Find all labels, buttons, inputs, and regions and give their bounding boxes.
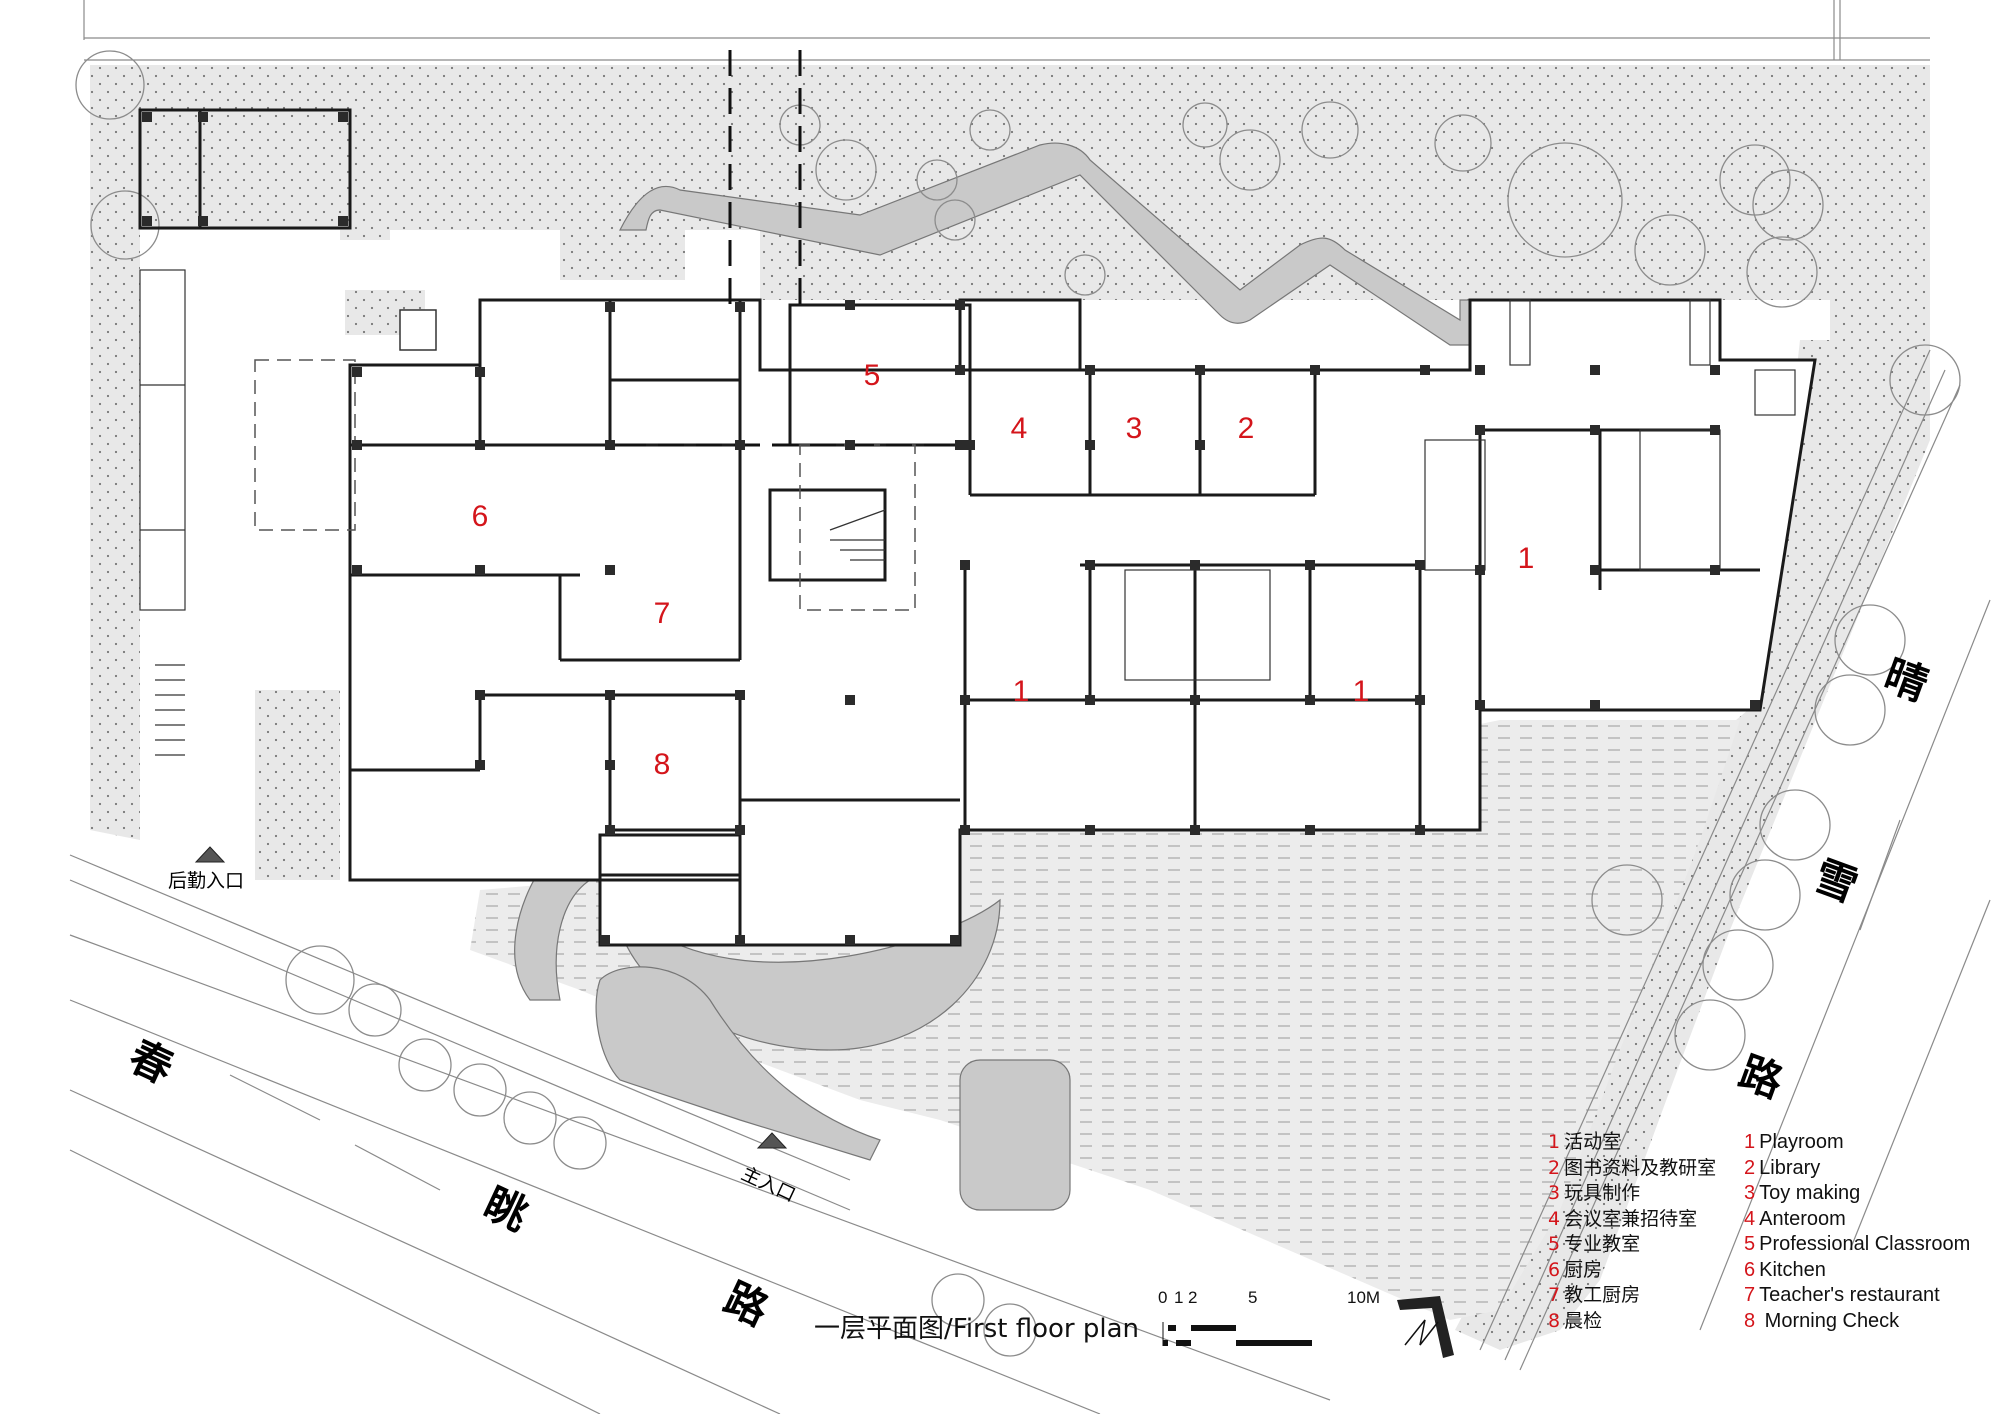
scale-bar <box>1162 1322 1312 1346</box>
room-label-3: 3 <box>1126 412 1143 445</box>
room-label-8: 8 <box>654 748 671 781</box>
main-entrance-label: 主入口 <box>738 1163 799 1207</box>
svg-text:路: 路 <box>1733 1047 1790 1108</box>
scale-tick: 1 <box>1174 1288 1184 1307</box>
service-entrance-label: 后勤入口 <box>168 870 244 892</box>
north-arrow-icon <box>1397 1296 1454 1358</box>
scale-tick: 2 <box>1188 1288 1198 1307</box>
legend-item: 8 Morning Check <box>1744 1309 1900 1332</box>
details <box>1509 299 1796 416</box>
room-label-1-west: 1 <box>1013 675 1030 708</box>
room-numbers: 5 4 3 2 6 7 8 1 1 1 <box>472 359 1535 781</box>
structural-columns <box>142 112 1760 945</box>
room-label-1-east: 1 <box>1518 542 1535 575</box>
east-road <box>1479 349 1991 1371</box>
walkway <box>514 142 1481 1211</box>
room-label-5: 5 <box>864 359 881 392</box>
south-road <box>69 854 1331 1414</box>
service-entrance: 后勤入口 <box>168 846 244 892</box>
room-label-4: 4 <box>1011 412 1028 445</box>
scale-tick: 0 <box>1158 1288 1168 1307</box>
main-entrance: 主入口 <box>738 1132 799 1207</box>
room-label-2: 2 <box>1238 412 1255 445</box>
scale-tick: 10M <box>1347 1288 1381 1307</box>
courtyard-paving <box>470 720 1740 1320</box>
svg-text:雪: 雪 <box>1808 851 1864 911</box>
svg-text:眺: 眺 <box>477 1178 536 1240</box>
scale-tick: 5 <box>1248 1288 1258 1307</box>
room-label-6: 6 <box>472 500 489 533</box>
drawing-title: 一层平面图/First floor plan <box>814 1314 1140 1344</box>
room-label-1-middle: 1 <box>1353 675 1370 708</box>
svg-text:晴: 晴 <box>1878 650 1934 710</box>
svg-text:路: 路 <box>717 1273 777 1336</box>
site-boundary <box>83 0 1930 61</box>
room-label-7: 7 <box>654 597 671 630</box>
